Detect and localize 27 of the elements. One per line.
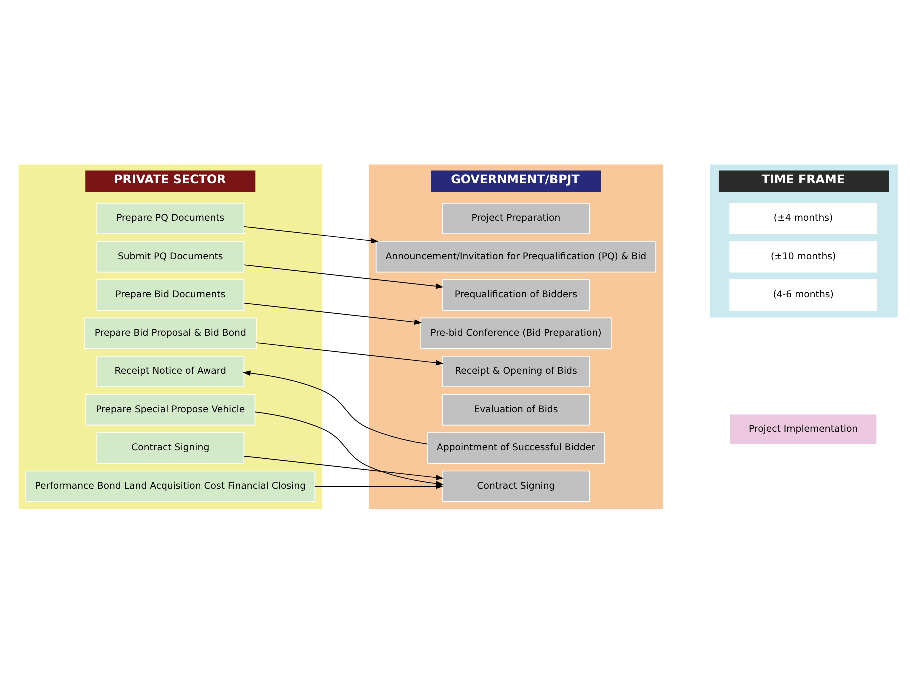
arrow <box>244 455 444 480</box>
arrow <box>244 264 444 289</box>
node-box: Contract Signing <box>442 470 590 502</box>
node-box: Prequalification of Bidders <box>442 279 590 310</box>
node-box: Prepare Bid Documents <box>96 279 245 310</box>
arrow <box>256 342 444 366</box>
node-box: Prepare Special Propose Vehicle <box>86 394 256 426</box>
node-box: Evaluation of Bids <box>442 394 590 426</box>
node-box: Appointment of Successful Bidder <box>427 432 606 464</box>
node-box: Prepare Bid Proposal & Bid Bond <box>84 317 257 349</box>
node-box: Prepare PQ Documents <box>96 202 245 234</box>
node-box: (±4 months) <box>730 202 878 234</box>
node-box: Performance Bond Land Acquisition Cost Financial Closing <box>26 470 316 502</box>
arrow <box>244 226 379 244</box>
node-box: Project Preparation <box>442 202 590 234</box>
node-box: Project Implementation <box>730 413 878 445</box>
node-box: Receipt & Opening of Bids <box>442 356 590 388</box>
node-box: Contract Signing <box>96 432 245 464</box>
node-box: Pre-bid Conference (Bid Preparation) <box>420 317 612 349</box>
node-box: (4-6 months) <box>730 279 878 310</box>
arrow <box>244 302 422 324</box>
node-box: Submit PQ Documents <box>96 240 245 272</box>
node-box: Announcement/Invitation for Prequalification (PQ) & Bid <box>376 240 656 272</box>
node-box: Receipt Notice of Award <box>96 356 245 388</box>
node-box: (±10 months) <box>730 240 878 272</box>
arrow <box>243 370 428 444</box>
arrow <box>314 483 444 489</box>
